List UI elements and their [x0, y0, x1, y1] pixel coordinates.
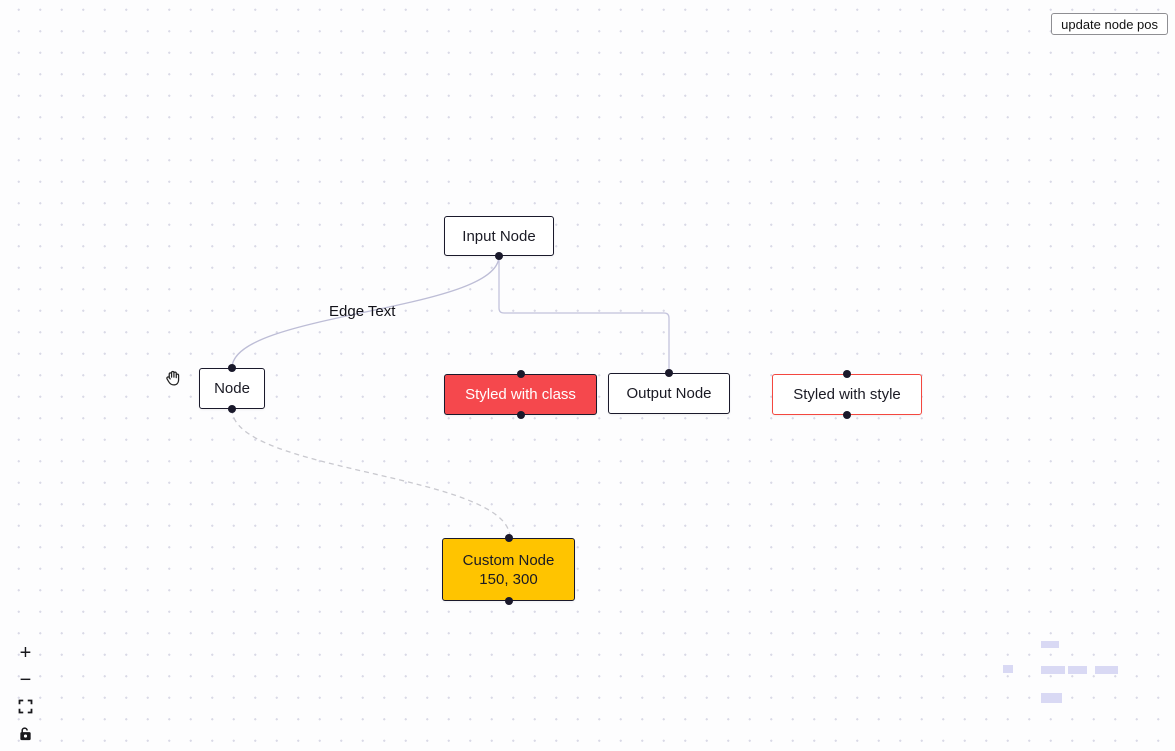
zoom-in-button[interactable]: +	[12, 639, 39, 666]
node-input-label: Input Node	[462, 227, 536, 245]
node-custom[interactable]: Custom Node 150, 300	[442, 534, 575, 605]
node-default[interactable]: Node	[199, 364, 265, 413]
source-handle[interactable]	[495, 252, 503, 260]
zoom-out-button[interactable]: −	[12, 666, 39, 693]
target-handle[interactable]	[665, 369, 673, 377]
update-node-pos-button[interactable]: update node pos	[1051, 13, 1168, 35]
node-styled-with-style[interactable]: Styled with style	[772, 370, 922, 419]
edge-input-to-node[interactable]	[231, 255, 500, 369]
minimap-node-styled_style	[1095, 666, 1118, 674]
source-handle[interactable]	[504, 597, 513, 605]
canvas-controls: + −	[12, 639, 39, 747]
target-handle[interactable]	[516, 370, 525, 378]
node-default-label: Node	[214, 380, 250, 397]
lock-icon	[20, 727, 31, 741]
target-handle[interactable]	[228, 364, 236, 372]
minimap-node-input	[1041, 641, 1059, 648]
node-output[interactable]: Output Node	[608, 369, 730, 414]
minimap-node-default	[1003, 665, 1013, 673]
source-handle[interactable]	[516, 411, 525, 419]
minimap-node-output	[1068, 666, 1087, 674]
node-custom-label-line2: 150, 300	[479, 570, 538, 588]
node-input[interactable]: Input Node	[444, 216, 554, 260]
fit-view-icon	[18, 699, 33, 714]
node-styled-with-style-label: Styled with style	[793, 386, 901, 403]
fit-view-button[interactable]	[12, 693, 39, 720]
minimap-node-custom	[1041, 693, 1062, 703]
edge-input-to-output[interactable]	[498, 256, 670, 373]
minimap[interactable]	[960, 586, 1160, 736]
node-styled-with-class-label: Styled with class	[465, 386, 576, 403]
node-styled-with-class[interactable]: Styled with class	[444, 370, 597, 419]
minimap-node-styled_class	[1041, 666, 1065, 674]
minus-icon: −	[19, 668, 32, 691]
plus-icon: +	[19, 641, 32, 664]
lock-button[interactable]	[12, 720, 39, 747]
target-handle[interactable]	[843, 370, 851, 378]
grab-hand-cursor	[166, 370, 180, 386]
node-custom-label-line1: Custom Node	[462, 551, 555, 569]
source-handle[interactable]	[228, 405, 236, 413]
edge-label: Edge Text	[329, 303, 396, 320]
target-handle[interactable]	[504, 534, 513, 542]
source-handle[interactable]	[843, 411, 851, 419]
edge-node-to-custom-dashed[interactable]	[231, 408, 511, 539]
node-output-label: Output Node	[626, 385, 712, 402]
